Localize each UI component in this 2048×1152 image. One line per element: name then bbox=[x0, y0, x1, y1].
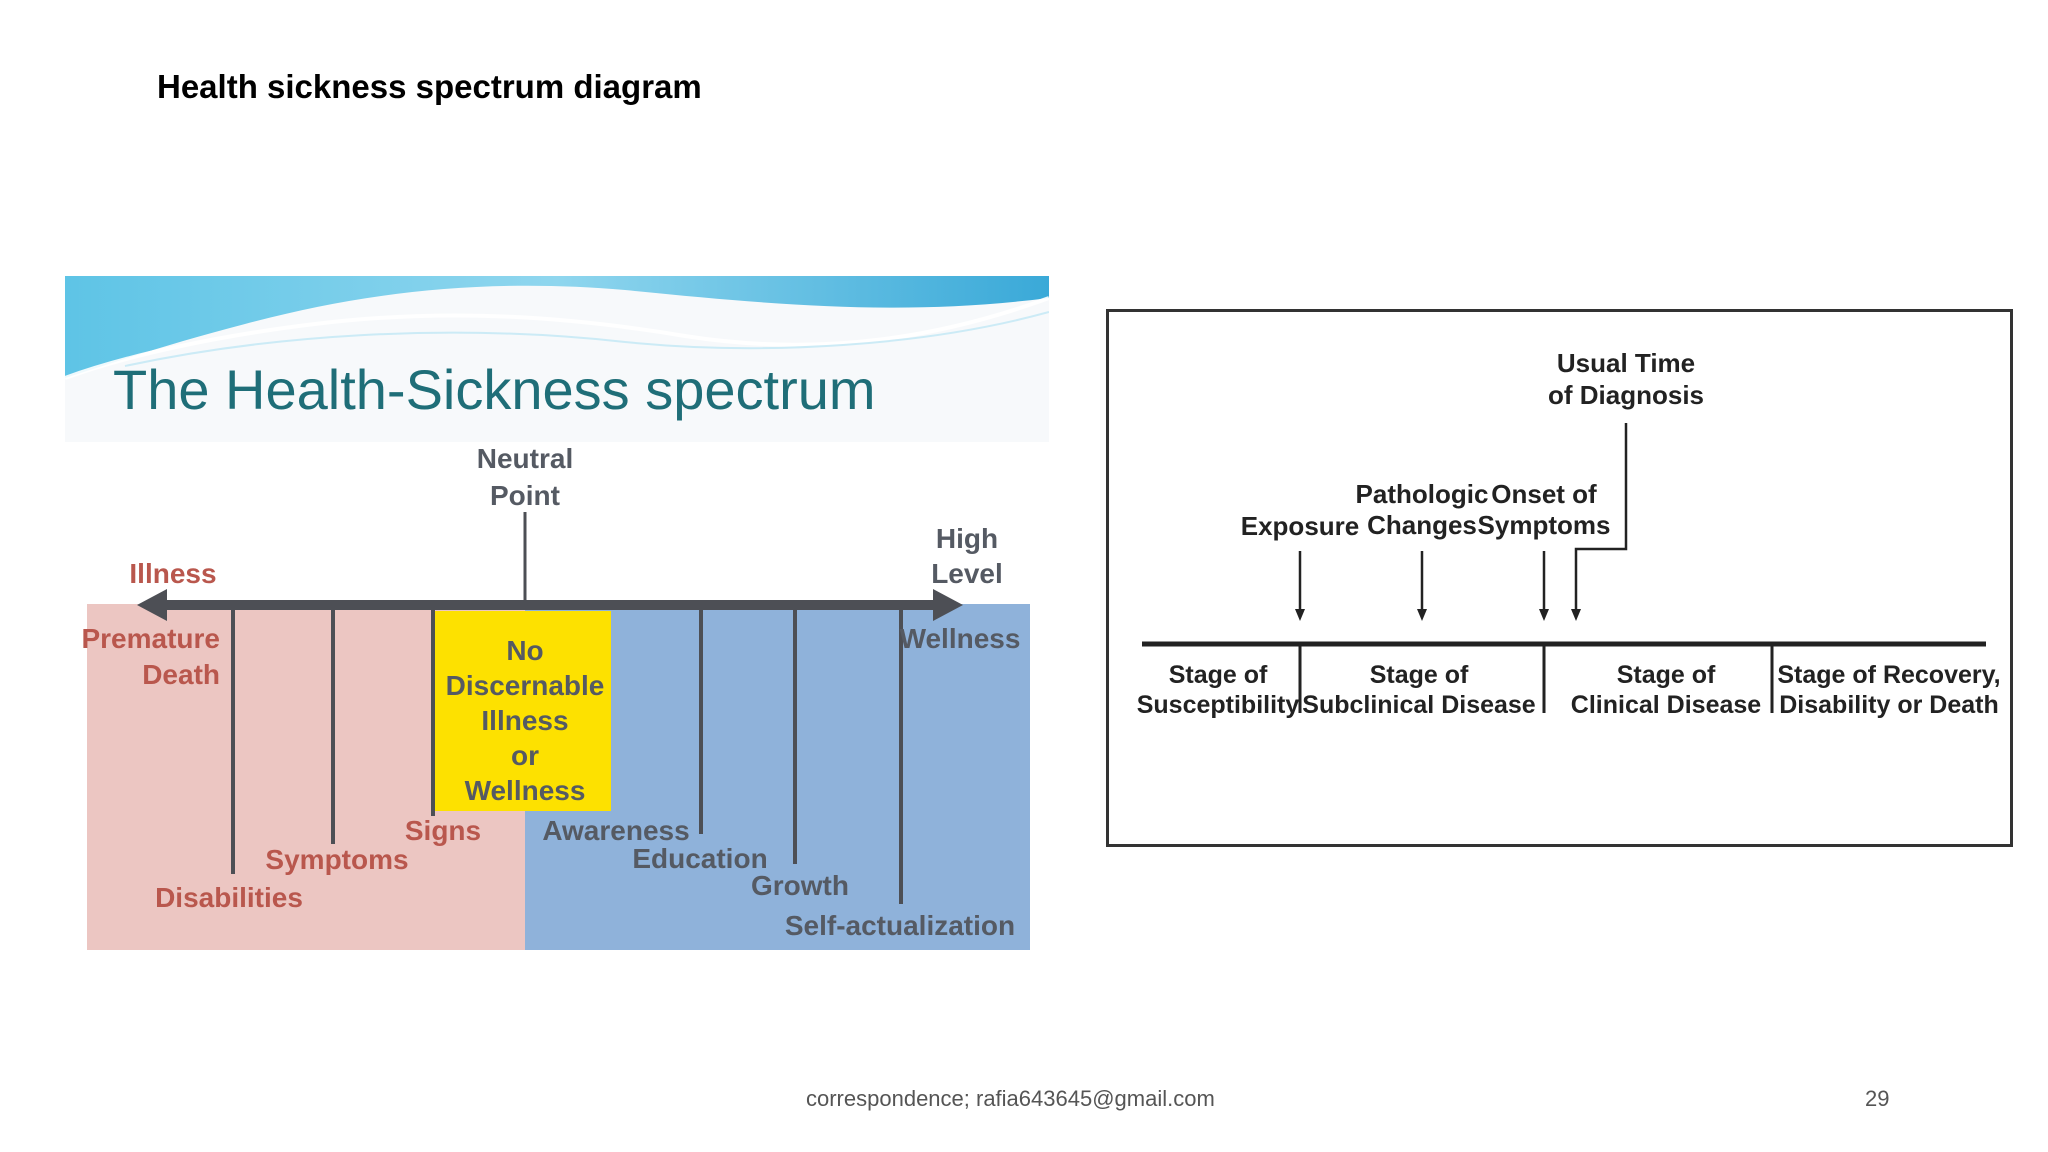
pathologic-changes-line1: Pathologic bbox=[1356, 479, 1489, 509]
no-discernable-box bbox=[433, 611, 611, 811]
stage-2-line1: Stage of bbox=[1370, 661, 1469, 689]
header-wave-line-2 bbox=[124, 311, 1049, 367]
stage-1-line1: Stage of bbox=[1169, 661, 1268, 689]
neutral-label-line1: Neutral bbox=[477, 443, 573, 474]
self-actualization-label: Self-actualization bbox=[785, 910, 1015, 941]
illness-label: Illness bbox=[129, 558, 216, 589]
premature-death-line2: Death bbox=[142, 659, 220, 690]
symptoms-label: Symptoms bbox=[265, 844, 408, 875]
slide-title: Health sickness spectrum diagram bbox=[157, 68, 702, 105]
page-number: 29 bbox=[1865, 1086, 1890, 1111]
usual-time-line1: Usual Time bbox=[1557, 348, 1695, 378]
diagram-border bbox=[1106, 309, 2013, 847]
disease-stages-diagram: Usual Time of Diagnosis Exposure Patholo… bbox=[1106, 309, 2013, 847]
stage-4-line1: Stage of Recovery, bbox=[1777, 661, 2000, 689]
onset-arrowhead bbox=[1539, 609, 1549, 621]
stage-2-line2: Subclinical Disease bbox=[1302, 691, 1536, 719]
center-box-line3: Illness bbox=[481, 705, 568, 736]
exposure-label: Exposure bbox=[1241, 511, 1360, 541]
pathologic-arrowhead bbox=[1417, 609, 1427, 621]
stage-3-line2: Clinical Disease bbox=[1571, 691, 1761, 719]
education-label: Education bbox=[632, 843, 767, 874]
left-arrowhead bbox=[137, 589, 167, 621]
stage-1-line2: Susceptibility bbox=[1137, 691, 1300, 719]
pathologic-changes-line2: Changes bbox=[1367, 510, 1477, 540]
stage-3-line1: Stage of bbox=[1617, 661, 1716, 689]
right-arrowhead bbox=[933, 589, 963, 621]
usual-time-line2: of Diagnosis bbox=[1548, 380, 1704, 410]
neutral-label-line2: Point bbox=[490, 480, 560, 511]
disabilities-label: Disabilities bbox=[155, 882, 303, 913]
center-box-line5: Wellness bbox=[465, 775, 586, 806]
diagnosis-arrowhead bbox=[1571, 609, 1581, 621]
awareness-label: Awareness bbox=[542, 815, 689, 846]
signs-label: Signs bbox=[405, 815, 481, 846]
growth-label: Growth bbox=[751, 870, 849, 901]
diagnosis-connector bbox=[1574, 423, 1628, 615]
onset-symptoms-line1: Onset of bbox=[1491, 479, 1597, 509]
center-box-line1: No bbox=[506, 635, 543, 666]
exposure-arrowhead bbox=[1295, 609, 1305, 621]
wellness-label: Wellness bbox=[900, 623, 1021, 654]
high-level-line2: Level bbox=[931, 558, 1003, 589]
stage-4-line2: Disability or Death bbox=[1779, 691, 1999, 719]
center-box-line2: Discernable bbox=[446, 670, 605, 701]
header-wave bbox=[65, 276, 1049, 378]
spectrum-title: The Health-Sickness spectrum bbox=[113, 358, 876, 421]
onset-symptoms-line2: Symptoms bbox=[1478, 510, 1611, 540]
footer-correspondence: correspondence; rafia643645@gmail.com bbox=[806, 1086, 1215, 1111]
high-level-line1: High bbox=[936, 523, 998, 554]
premature-death-line1: Premature bbox=[81, 623, 220, 654]
health-sickness-spectrum-diagram: The Health-Sickness spectrum Neutral Poi… bbox=[65, 276, 1049, 950]
header-wave-line bbox=[65, 296, 1049, 380]
center-box-line4: or bbox=[511, 740, 539, 771]
